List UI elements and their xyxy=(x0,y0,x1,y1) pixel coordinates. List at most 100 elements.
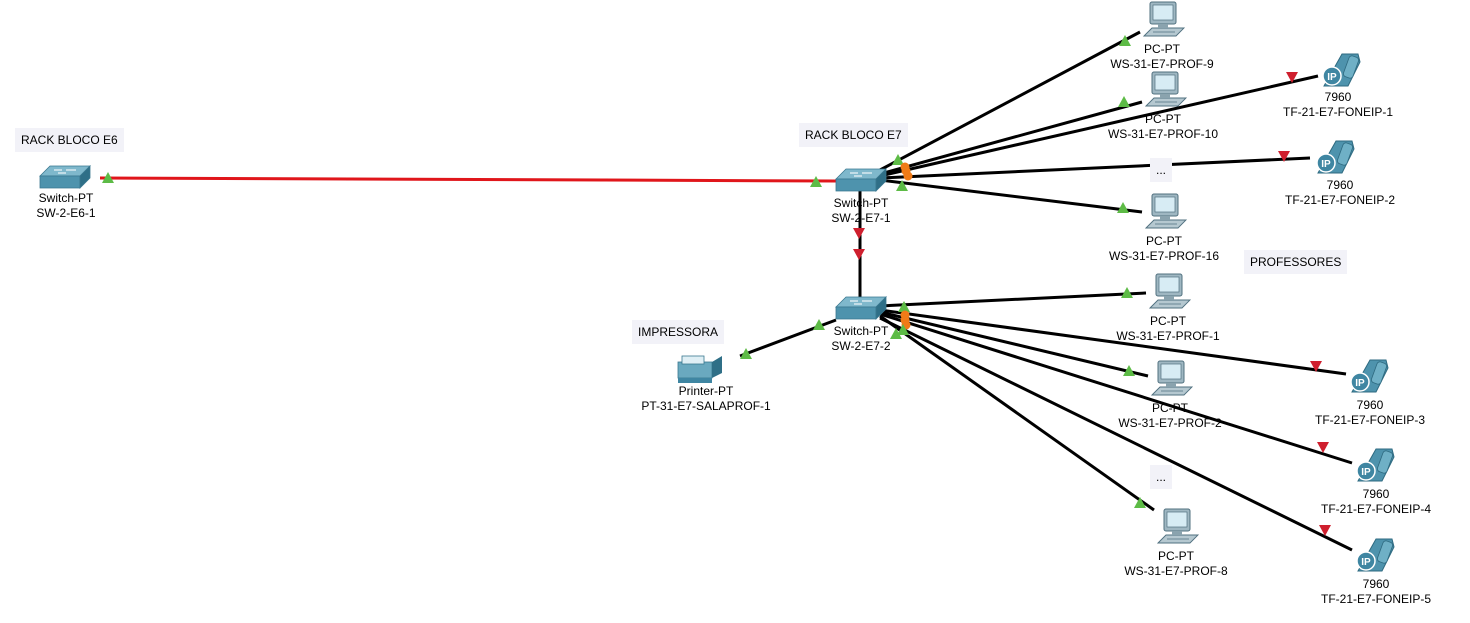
link-up-indicator xyxy=(740,348,752,359)
link-cable-12[interactable] xyxy=(879,312,1353,465)
model-text: 7960 xyxy=(1362,577,1390,591)
note-rack-e7[interactable]: RACK BLOCO E7 xyxy=(799,123,908,147)
link-cable-6[interactable] xyxy=(879,156,1311,180)
note-ellipsis-top[interactable]: ... xyxy=(1150,158,1173,182)
device-icons-layer: IP IP IP IP IP xyxy=(39,1,1395,572)
switch-icon-shape xyxy=(835,168,887,192)
link-cable-7[interactable] xyxy=(879,178,1143,214)
pc-icon[interactable] xyxy=(1145,71,1187,107)
pc-icon[interactable] xyxy=(1151,360,1193,396)
link-down-indicator xyxy=(853,228,865,239)
model-text: 7960 xyxy=(1324,90,1352,104)
pc-icon[interactable] xyxy=(1149,273,1191,309)
link-up-indicator xyxy=(898,301,910,312)
hostname-text: SW-2-E6-1 xyxy=(36,206,96,220)
model-text: PC-PT xyxy=(1151,401,1188,415)
link-cable-5[interactable] xyxy=(879,74,1319,178)
pc-icon-shape xyxy=(1157,508,1199,544)
ip-badge-text: IP xyxy=(1355,378,1365,389)
hostname-text: TF-21-E7-FONEIP-2 xyxy=(1284,193,1396,207)
pc-icon[interactable] xyxy=(1145,193,1187,229)
model-text: 7960 xyxy=(1326,178,1354,192)
link-cable-3[interactable] xyxy=(879,30,1141,172)
hostname-text: TF-21-E7-FONEIP-3 xyxy=(1314,413,1426,427)
model-text: 7960 xyxy=(1362,487,1390,501)
link-status-layer xyxy=(102,35,1331,536)
hostname-text: WS-31-E7-PROF-2 xyxy=(1118,416,1222,430)
hostname-text: WS-31-E7-PROF-8 xyxy=(1124,564,1228,578)
hostname-text: WS-31-E7-PROF-10 xyxy=(1107,127,1219,141)
ip-badge-text: IP xyxy=(1361,467,1371,478)
ip-phone-icon[interactable]: IP xyxy=(1322,53,1361,87)
link-up-indicator xyxy=(1123,365,1135,376)
link-cable-10[interactable] xyxy=(879,308,1347,376)
switch-icon[interactable] xyxy=(835,296,887,320)
pc-icon-shape xyxy=(1151,360,1193,396)
note-impressora[interactable]: IMPRESSORA xyxy=(632,320,725,344)
hostname-text: TF-21-E7-FONEIP-1 xyxy=(1282,105,1394,119)
note-ellipsis-bottom[interactable]: ... xyxy=(1150,465,1173,489)
link-cable-4[interactable] xyxy=(879,100,1143,176)
model-text: Printer-PT xyxy=(678,384,734,398)
link-cable-1[interactable] xyxy=(99,176,837,183)
printer-icon[interactable] xyxy=(677,355,723,384)
pc-icon[interactable] xyxy=(1157,508,1199,544)
model-text: PC-PT xyxy=(1149,314,1186,328)
link-up-indicator xyxy=(102,172,114,183)
ip-phone-icon[interactable]: IP xyxy=(1350,359,1389,393)
link-cable-11[interactable] xyxy=(879,310,1149,378)
model-text: Switch-PT xyxy=(833,196,889,210)
hostname-text: TF-21-E7-FONEIP-5 xyxy=(1320,592,1432,606)
link-down-indicator xyxy=(1286,72,1298,83)
ip-badge-text: IP xyxy=(1361,557,1371,568)
ip-phone-icon[interactable]: IP xyxy=(1356,538,1395,572)
ip-phone-icon[interactable]: IP xyxy=(1316,140,1355,174)
link-up-indicator xyxy=(897,324,909,335)
pc-icon-shape xyxy=(1145,193,1187,229)
link-cable-13[interactable] xyxy=(879,314,1155,512)
switch-icon[interactable] xyxy=(39,165,91,189)
note-rack-e6[interactable]: RACK BLOCO E6 xyxy=(15,128,124,152)
hostname-text: SW-2-E7-2 xyxy=(831,339,891,353)
ip-phone-icon[interactable]: IP xyxy=(1356,448,1395,482)
switch-icon[interactable] xyxy=(835,168,887,192)
link-down-indicator xyxy=(1317,442,1329,453)
hostname-text: SW-2-E7-1 xyxy=(831,211,891,225)
pc-icon-shape xyxy=(1143,1,1185,37)
pc-icon[interactable] xyxy=(1143,1,1185,37)
note-professores[interactable]: PROFESSORES xyxy=(1244,250,1348,274)
link-negotiating-indicator xyxy=(903,171,913,181)
model-text: PC-PT xyxy=(1146,234,1182,248)
link-up-indicator xyxy=(892,154,904,165)
link-up-indicator xyxy=(1117,202,1129,213)
ip-badge-text: IP xyxy=(1321,159,1331,170)
links-layer xyxy=(99,30,1353,552)
hostname-text: TF-21-E7-FONEIP-4 xyxy=(1320,502,1432,516)
link-down-indicator xyxy=(1278,151,1290,162)
model-text: Switch-PT xyxy=(38,191,94,205)
link-up-indicator xyxy=(810,176,822,187)
pc-icon-shape xyxy=(1145,71,1187,107)
link-cable-14[interactable] xyxy=(879,316,1353,552)
link-up-indicator xyxy=(1134,497,1146,508)
link-down-indicator xyxy=(1310,361,1322,372)
model-text: PC-PT xyxy=(1145,112,1181,126)
ip-badge-text: IP xyxy=(1327,72,1337,83)
link-down-indicator xyxy=(853,249,865,260)
link-cable-9[interactable] xyxy=(879,291,1147,308)
model-text: PC-PT xyxy=(1157,549,1194,563)
